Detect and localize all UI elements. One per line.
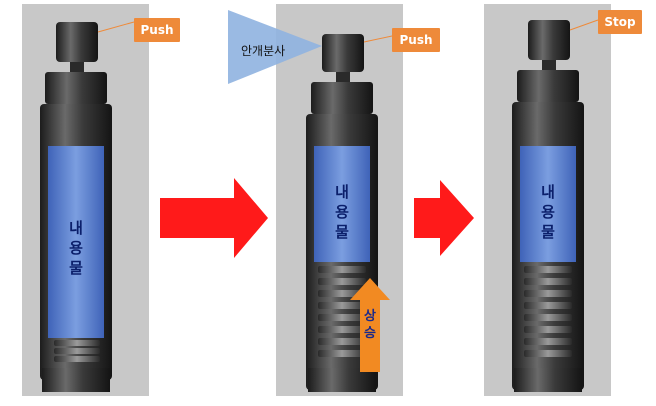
dispenser-device-2 <box>306 34 393 392</box>
content-text-1: 내용물 <box>69 219 83 277</box>
stop-label: Stop <box>598 10 642 34</box>
content-text-2: 내용물 <box>335 183 349 241</box>
rise-label: 상승 <box>364 309 376 341</box>
dispenser-device-1 <box>40 21 135 392</box>
content-text-3: 내용물 <box>541 183 555 241</box>
rise-arrow <box>350 278 390 372</box>
big-arrow-2 <box>414 180 474 256</box>
dispenser-device-3 <box>512 19 599 392</box>
push-label-2: Push <box>392 28 440 52</box>
push-label-1: Push <box>134 18 180 42</box>
mist-spray-cone <box>228 10 322 84</box>
spray-label: 안개분사 <box>241 44 286 58</box>
big-arrow-1 <box>160 178 268 258</box>
